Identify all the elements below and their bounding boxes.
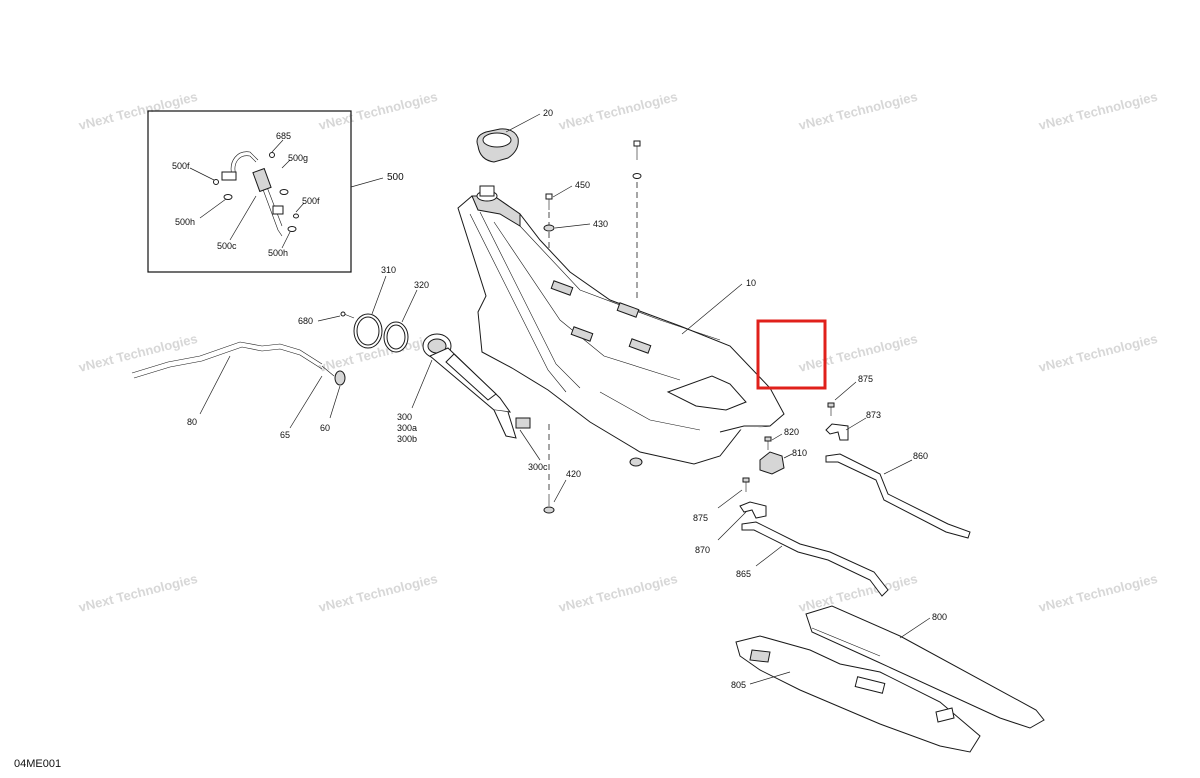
watermark: vNext Technologies bbox=[1037, 571, 1159, 615]
watermark: vNext Technologies bbox=[797, 571, 919, 615]
callout-500f-left[interactable]: 500f bbox=[172, 161, 190, 171]
part-fuel-tank-10: 10 bbox=[457, 185, 785, 467]
callout-680[interactable]: 680 bbox=[298, 316, 313, 326]
callout-500h-right[interactable]: 500h bbox=[268, 248, 288, 258]
callout-870[interactable]: 870 bbox=[695, 545, 710, 555]
callout-320[interactable]: 320 bbox=[414, 280, 429, 290]
watermark: vNext Technologies bbox=[77, 331, 199, 375]
watermark: vNext Technologies bbox=[557, 571, 679, 615]
callout-300[interactable]: 300 bbox=[397, 412, 412, 422]
highlight-box[interactable] bbox=[756, 319, 827, 390]
callout-300a[interactable]: 300a bbox=[397, 423, 417, 433]
part-gasket-310: 310 bbox=[353, 265, 396, 349]
part-fitting-60: 60 bbox=[320, 370, 346, 433]
part-vent-hose-80: 80 bbox=[131, 341, 323, 427]
watermark: vNext Technologies bbox=[77, 571, 199, 615]
callout-875-lower[interactable]: 875 bbox=[693, 513, 708, 523]
part-clip-810: 810 bbox=[759, 448, 807, 475]
callout-65[interactable]: 65 bbox=[280, 430, 290, 440]
part-screw-680: 680 bbox=[298, 311, 355, 326]
watermark: vNext Technologies bbox=[557, 89, 679, 133]
callout-300b[interactable]: 300b bbox=[397, 434, 417, 444]
callout-500c[interactable]: 500c bbox=[217, 241, 237, 251]
callout-805[interactable]: 805 bbox=[731, 680, 746, 690]
callout-430[interactable]: 430 bbox=[593, 219, 608, 229]
watermark: vNext Technologies bbox=[1037, 331, 1159, 375]
callout-810[interactable]: 810 bbox=[792, 448, 807, 458]
part-fuel-cap-20: 20 bbox=[476, 108, 553, 163]
callout-860[interactable]: 860 bbox=[913, 451, 928, 461]
part-bolt-875-upper: 875 bbox=[827, 374, 873, 416]
part-tank-bolt-top bbox=[632, 140, 642, 300]
part-bracket-870: 870 bbox=[695, 501, 767, 555]
callout-10[interactable]: 10 bbox=[746, 278, 756, 288]
callout-873[interactable]: 873 bbox=[866, 410, 881, 420]
callout-800[interactable]: 800 bbox=[932, 612, 947, 622]
callout-875-upper[interactable]: 875 bbox=[858, 374, 873, 384]
callout-420[interactable]: 420 bbox=[566, 469, 581, 479]
watermark: vNext Technologies bbox=[797, 89, 919, 133]
callout-310[interactable]: 310 bbox=[381, 265, 396, 275]
callout-500f-right[interactable]: 500f bbox=[302, 196, 320, 206]
callout-300c[interactable]: 300c bbox=[528, 462, 548, 472]
part-bolt-875-lower: 875 bbox=[693, 477, 750, 523]
part-skid-plate-800: 800 bbox=[805, 605, 1045, 729]
part-clamp-65: 65 bbox=[280, 365, 335, 440]
part-fuel-pump-300: 300 300a 300b 300c bbox=[397, 333, 548, 472]
part-washer-430: 430 bbox=[543, 219, 608, 232]
part-bracket-865: 865 bbox=[736, 521, 889, 597]
part-bracket-860: 860 bbox=[825, 451, 971, 539]
inset-kit-500: 500 685 500g 500f 500f 500h 500c 500h bbox=[147, 110, 404, 273]
callout-450[interactable]: 450 bbox=[575, 180, 590, 190]
part-bolt-450: 450 bbox=[545, 180, 590, 262]
part-bolt-420: 420 bbox=[543, 424, 581, 514]
callout-500h-left[interactable]: 500h bbox=[175, 217, 195, 227]
callout-80[interactable]: 80 bbox=[187, 417, 197, 427]
callout-60[interactable]: 60 bbox=[320, 423, 330, 433]
part-screw-820: 820 bbox=[764, 427, 799, 450]
callout-865[interactable]: 865 bbox=[736, 569, 751, 579]
callout-20[interactable]: 20 bbox=[543, 108, 553, 118]
watermark: vNext Technologies bbox=[1037, 89, 1159, 133]
reference-code: 04ME001 bbox=[14, 758, 62, 770]
part-gasket-320: 320 bbox=[383, 280, 429, 353]
callout-685[interactable]: 685 bbox=[276, 131, 291, 141]
watermark: vNext Technologies bbox=[797, 331, 919, 375]
callout-500[interactable]: 500 bbox=[387, 172, 404, 183]
part-skid-plate-805: 805 bbox=[731, 635, 981, 753]
part-bracket-873: 873 bbox=[825, 410, 881, 441]
callout-500g[interactable]: 500g bbox=[288, 153, 308, 163]
watermark: vNext Technologies bbox=[317, 571, 439, 615]
callout-820[interactable]: 820 bbox=[784, 427, 799, 437]
